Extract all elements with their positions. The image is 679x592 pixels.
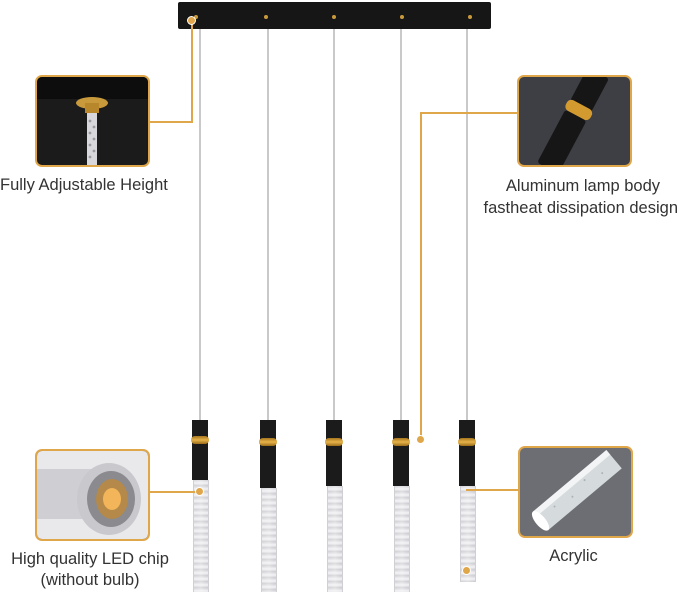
suspension-wire bbox=[199, 29, 201, 420]
canopy-screw bbox=[400, 15, 404, 19]
acrylic-label: Acrylic bbox=[549, 547, 598, 565]
ceiling-canopy bbox=[178, 2, 491, 29]
ceiling-mount-icon bbox=[37, 77, 148, 165]
acrylic-detail-image bbox=[518, 446, 633, 538]
callout-dot bbox=[187, 16, 196, 25]
leader-line bbox=[191, 20, 193, 123]
callout-dot bbox=[416, 435, 425, 444]
leader-line bbox=[420, 112, 517, 114]
canopy-screw bbox=[264, 15, 268, 19]
canopy-screw bbox=[332, 15, 336, 19]
height-label: Fully Adjustable Height bbox=[0, 176, 168, 194]
height-detail-image bbox=[35, 75, 150, 167]
lamp-body-detail-image bbox=[517, 75, 632, 167]
leader-line bbox=[420, 112, 422, 439]
chip-label-line-1: High quality LED chip bbox=[11, 550, 169, 568]
suspension-wire bbox=[267, 29, 269, 420]
callout-dot bbox=[195, 487, 204, 496]
led-chip-icon bbox=[37, 451, 148, 539]
chip-label-line-2: (without bulb) bbox=[40, 571, 140, 589]
suspension-wire bbox=[466, 29, 468, 420]
led-chip-detail-image bbox=[35, 449, 150, 541]
suspension-wire bbox=[333, 29, 335, 420]
body-label-line-1: Aluminum lamp body bbox=[505, 177, 660, 195]
suspension-wire bbox=[400, 29, 402, 420]
lamp-body-icon bbox=[538, 77, 609, 165]
leader-line bbox=[466, 489, 518, 491]
callout-dot bbox=[462, 566, 471, 575]
canopy-screw bbox=[468, 15, 472, 19]
acrylic-rod-icon bbox=[531, 450, 622, 531]
canopy-screw bbox=[194, 15, 198, 19]
body-label-line-2: fastheat dissipation design bbox=[483, 199, 678, 217]
leader-line bbox=[148, 121, 193, 123]
leader-line bbox=[146, 491, 199, 493]
